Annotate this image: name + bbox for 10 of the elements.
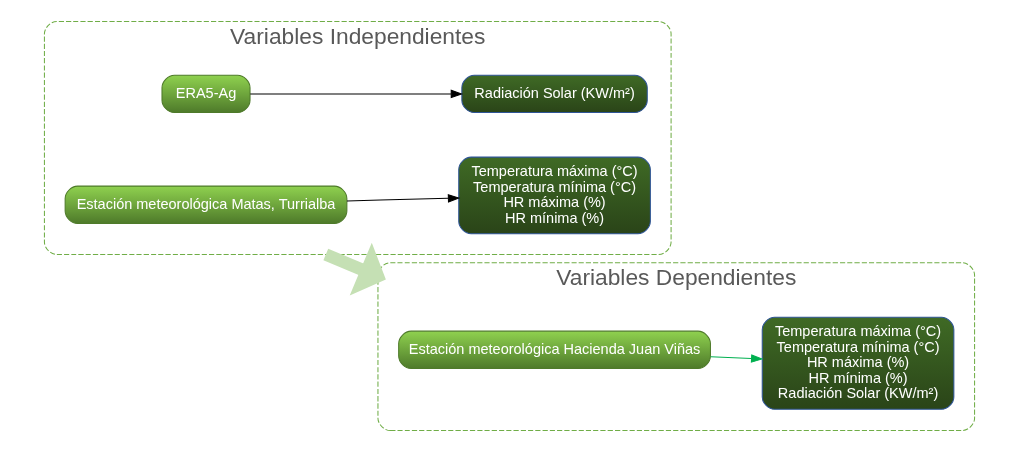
arrow (249, 89, 463, 98)
arrow (322, 242, 386, 295)
arrow (709, 353, 763, 363)
node-box: Temperatura máxima (°C) Temperatura mínima (°C) HR máxima (%) HR mínima (%) Radiación Solar (KW/m²) (761, 316, 954, 410)
node-box: ERA5-Ag (160, 74, 251, 113)
arrow (345, 193, 460, 203)
node-box: Temperatura máxima (°C) Temperatura mínima (°C) HR máxima (%) HR mínima (%) (457, 156, 651, 234)
node-box: Radiación Solar (KW/m²) (460, 74, 648, 113)
node-box: Estación meteorológica Matas, Turrialba (64, 185, 347, 224)
node-box: Estación meteorológica Hacienda Juan Viñas (397, 330, 711, 369)
